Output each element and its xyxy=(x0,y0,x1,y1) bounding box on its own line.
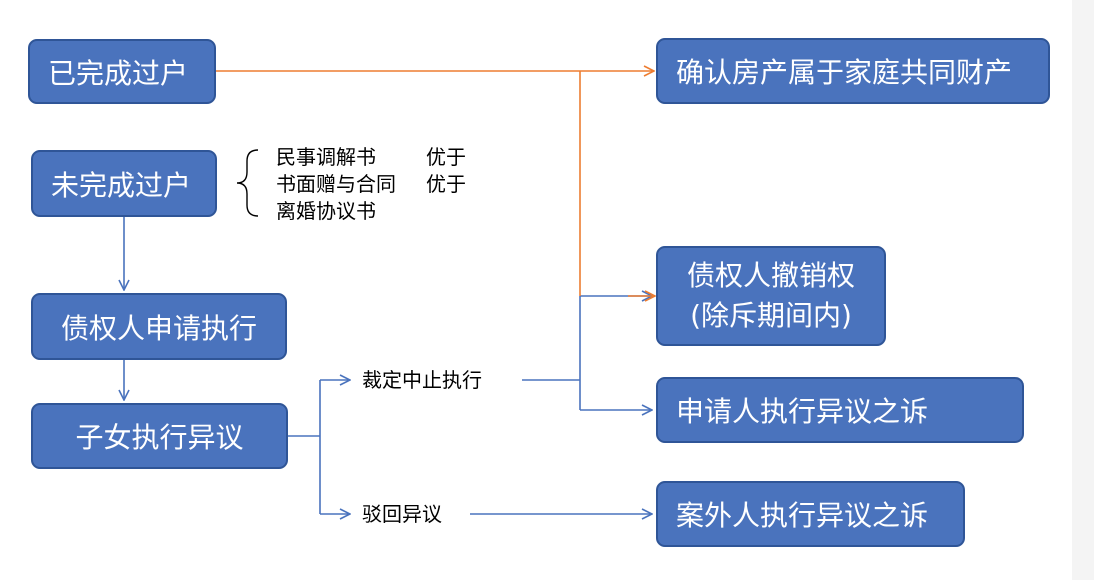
priority-relation: 优于 xyxy=(426,172,466,196)
priority-row: 书面赠与合同 优于 xyxy=(276,171,466,198)
objection-branch-trunk xyxy=(288,380,321,514)
node-family-property: 确认房产属于家庭共同财产 xyxy=(656,38,1050,104)
node-uncompleted-transfer: 未完成过户 xyxy=(31,150,217,217)
priority-list: 民事调解书 优于 书面赠与合同 优于 离婚协议书 xyxy=(276,144,466,225)
label-reject-objection: 驳回异议 xyxy=(362,502,442,526)
priority-row: 民事调解书 优于 xyxy=(276,144,466,171)
node-applicant-lawsuit: 申请人执行异议之诉 xyxy=(656,377,1024,443)
label-suspend-enforcement: 裁定中止执行 xyxy=(362,368,482,392)
node-children-objection: 子女执行异议 xyxy=(31,403,288,469)
page-edge xyxy=(1072,0,1094,580)
revocation-subtitle: (除斥期间内) xyxy=(690,299,852,332)
priority-doc: 离婚协议书 xyxy=(276,199,376,223)
node-completed-transfer: 已完成过户 xyxy=(28,39,216,104)
revocation-title: 债权人撤销权 xyxy=(686,259,855,292)
node-outsider-lawsuit: 案外人执行异议之诉 xyxy=(656,481,965,547)
priority-doc: 书面赠与合同 xyxy=(276,172,396,196)
priority-relation: 优于 xyxy=(426,145,466,169)
suspend-branch xyxy=(522,296,581,410)
priority-brace xyxy=(236,149,259,217)
node-creditor-enforcement: 债权人申请执行 xyxy=(31,293,287,360)
priority-doc: 民事调解书 xyxy=(276,145,376,169)
priority-row: 离婚协议书 xyxy=(276,198,466,225)
node-creditor-revocation: 债权人撤销权 (除斥期间内) xyxy=(656,246,886,346)
